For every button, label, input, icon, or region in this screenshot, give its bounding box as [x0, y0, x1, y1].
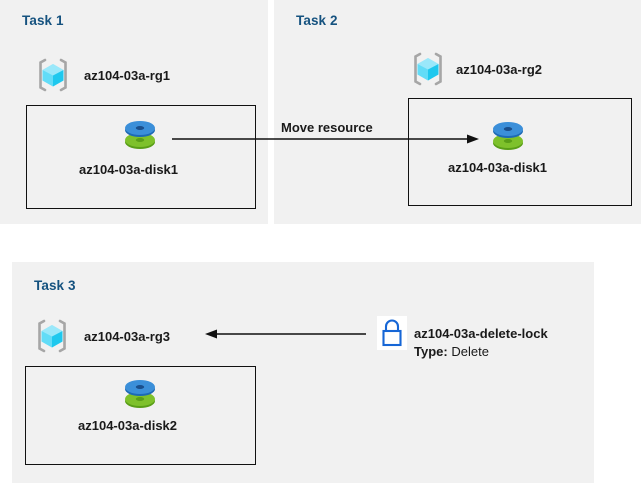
delete-lock-type: Type: Delete	[414, 344, 489, 359]
managed-disk-icon	[121, 375, 159, 411]
delete-lock-type-key: Type:	[414, 344, 448, 359]
resource-lock-icon	[377, 316, 407, 350]
task-1-panel	[0, 0, 268, 224]
resource-group-cube-icon	[34, 56, 72, 94]
delete-lock-type-value: Delete	[451, 344, 489, 359]
task-3-panel	[12, 262, 594, 483]
task-2-panel	[274, 0, 641, 224]
delete-lock-label: az104-03a-delete-lock	[414, 326, 548, 341]
task-2-resource-label: az104-03a-disk1	[448, 160, 548, 175]
managed-disk-icon	[121, 116, 159, 152]
resource-group-cube-icon	[409, 50, 447, 88]
task-2-rg-label: az104-03a-rg2	[456, 62, 542, 77]
task-2-title: Task 2	[296, 13, 338, 28]
task-3-rg-label: az104-03a-rg3	[84, 329, 170, 344]
resource-group-cube-icon	[33, 317, 71, 355]
managed-disk-icon	[489, 117, 527, 153]
task-3-title: Task 3	[34, 278, 76, 293]
move-resource-label: Move resource	[281, 120, 373, 135]
task-1-title: Task 1	[22, 13, 64, 28]
task-1-resource-label: az104-03a-disk1	[79, 162, 179, 177]
task-2-resource-box	[408, 98, 632, 206]
task-1-rg-label: az104-03a-rg1	[84, 68, 170, 83]
task-3-resource-box	[25, 366, 256, 465]
task-1-resource-box	[26, 105, 256, 209]
task-3-resource-label: az104-03a-disk2	[78, 418, 178, 433]
